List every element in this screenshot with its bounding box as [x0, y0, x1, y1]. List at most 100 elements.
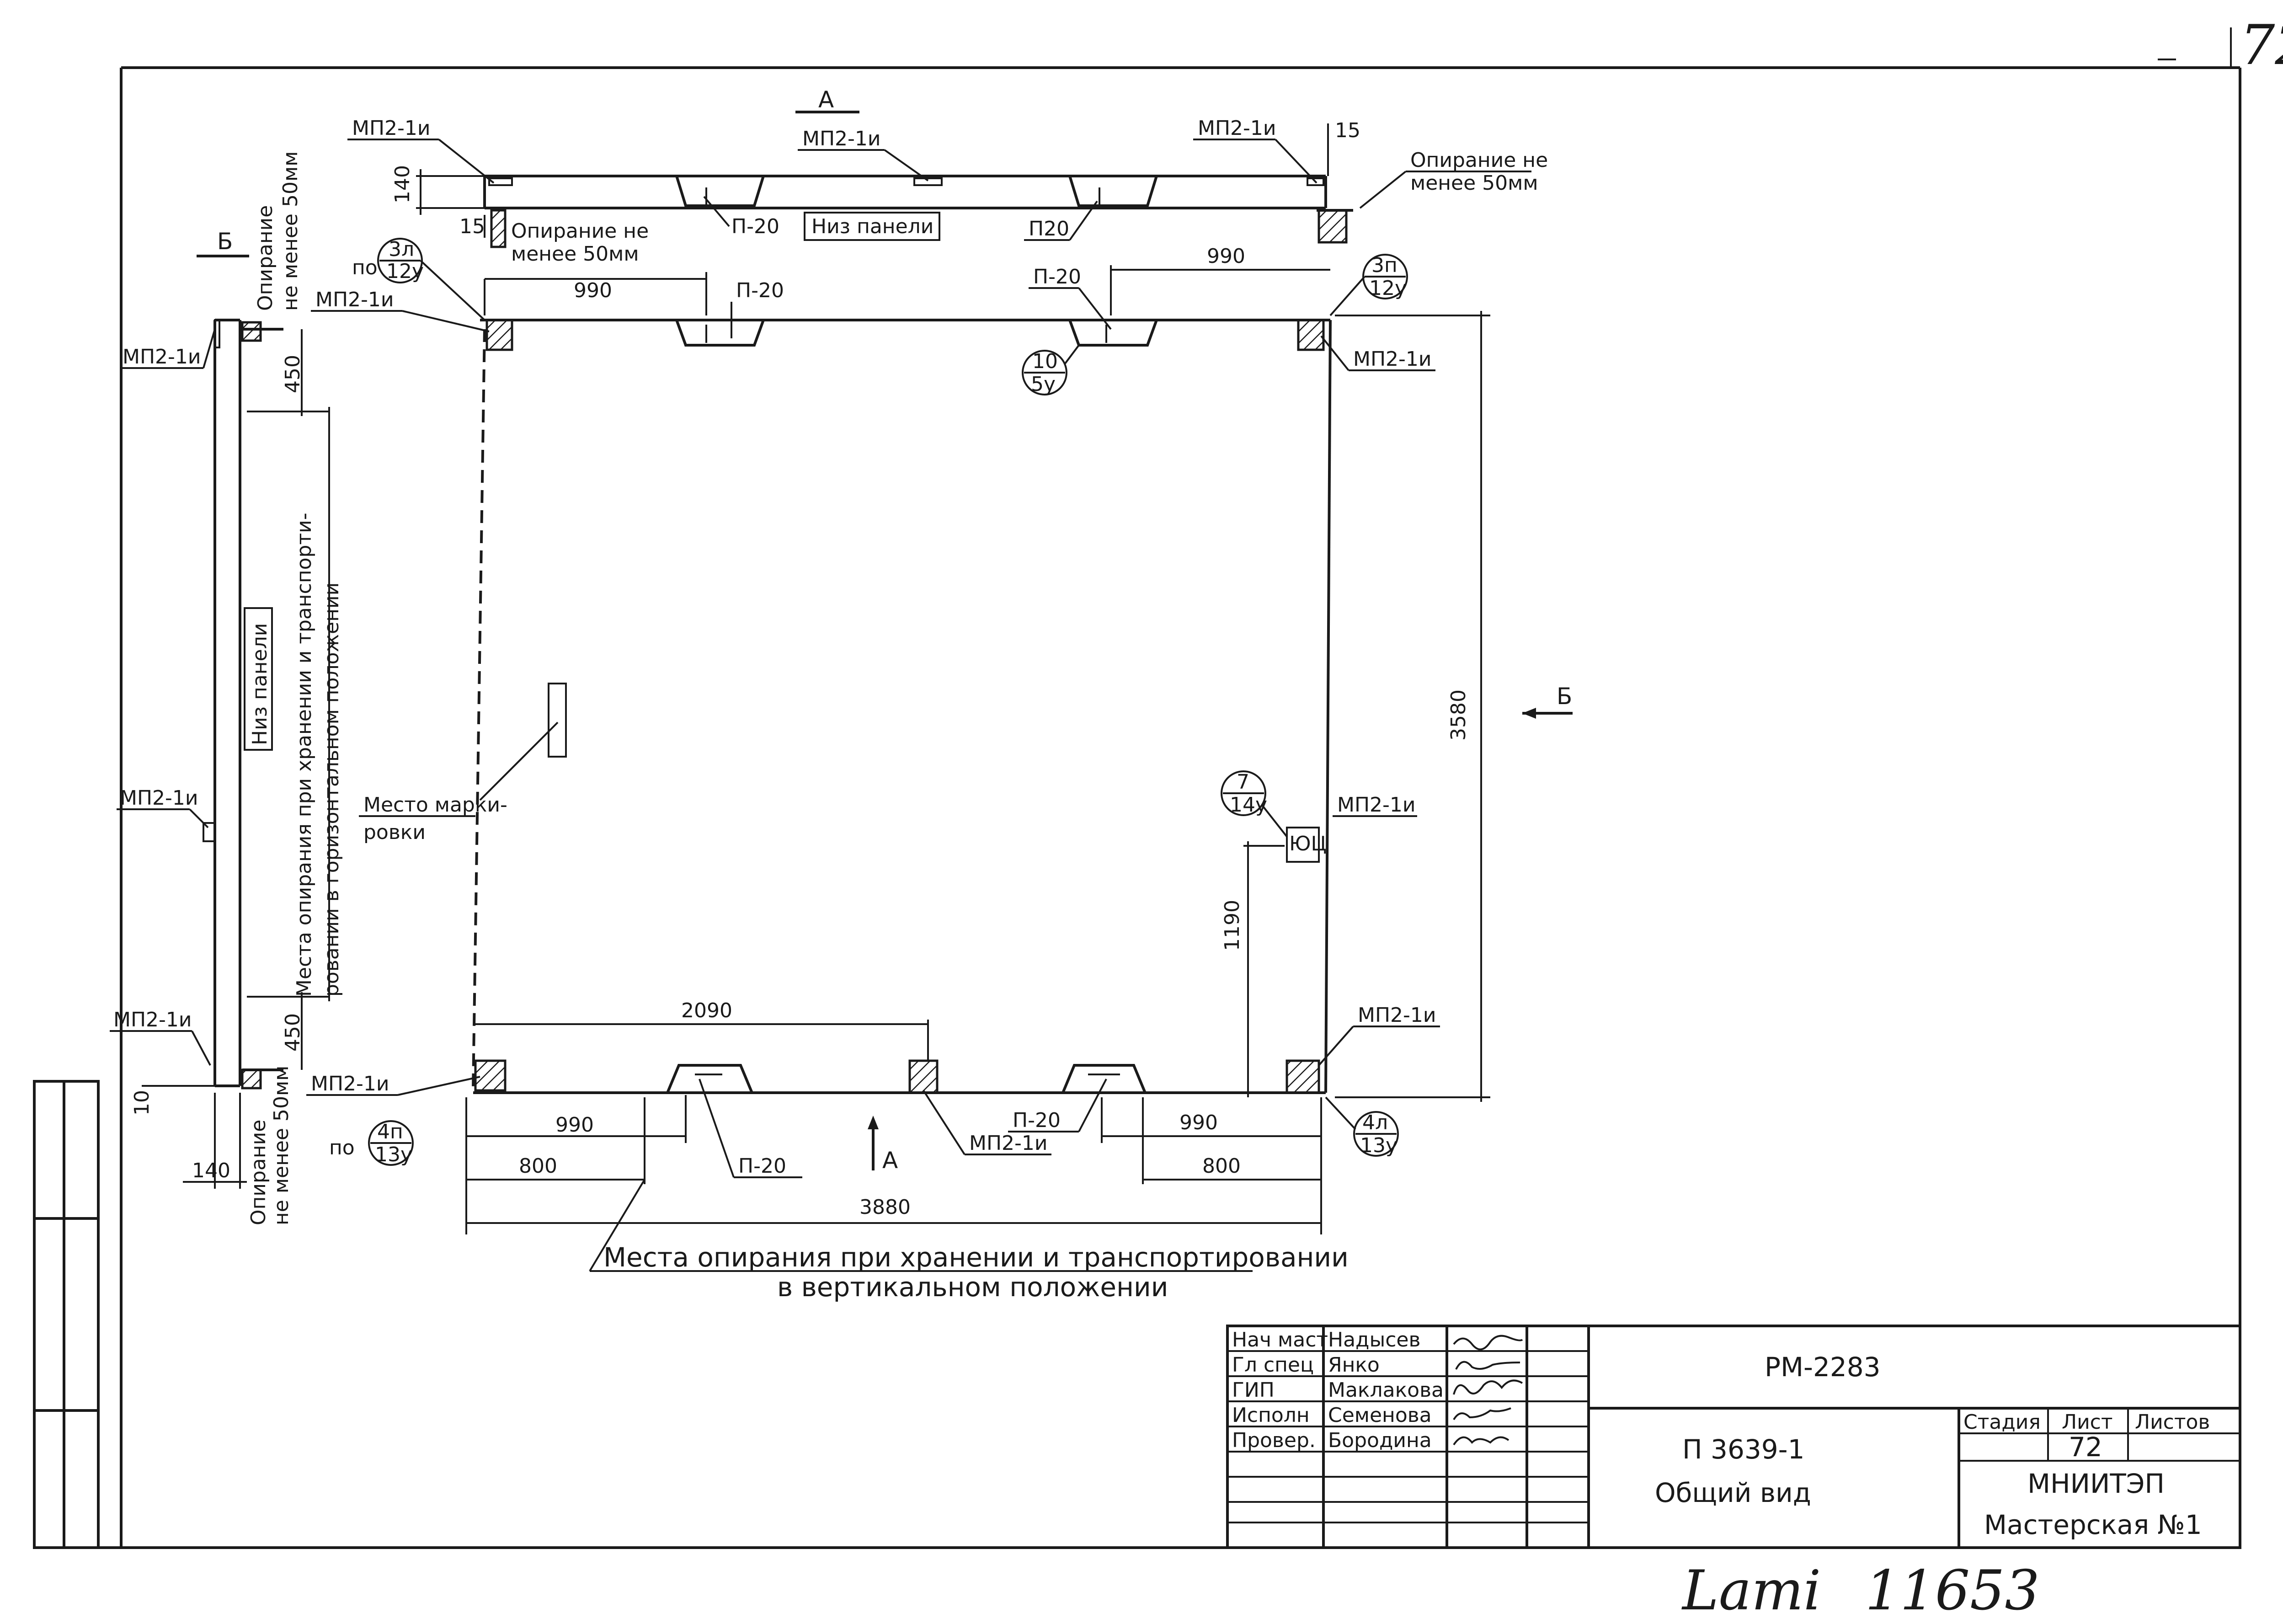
po-left-top: по — [352, 256, 378, 279]
arrow-b-right-label: Б — [1557, 683, 1572, 710]
mp-bottom-right: МП2-1и — [1358, 1004, 1436, 1027]
side-bottom-panel-label: Низ панели — [248, 623, 272, 745]
top-dim-15-left: 15 — [459, 215, 485, 238]
mp-top-right: МП2-1и — [1353, 347, 1432, 371]
side-view: Б 450 450 Места опирания при хранении и … — [110, 151, 343, 1225]
top-support-right-2: менее 50мм — [1410, 171, 1538, 195]
dim-800-left: 800 — [519, 1154, 557, 1178]
side-dim-450-top: 450 — [281, 355, 304, 393]
main-view: Место марки- ровки ЮЦ 990 990 3580 1190 … — [306, 238, 1573, 1303]
callout-4l-num: 4л — [1362, 1111, 1388, 1134]
top-view-label: А — [818, 86, 834, 113]
org-name-2: Мастерская №1 — [1984, 1509, 2202, 1540]
callout-3p-sheet: 12у — [1369, 277, 1407, 300]
sheet-number: 72 — [2069, 1432, 2102, 1463]
dim-3880: 3880 — [859, 1196, 911, 1219]
signatures — [1453, 1335, 1523, 1446]
dim-1190: 1190 — [1221, 900, 1244, 951]
vertical-support-1: Места опирания при хранении и транспорти… — [603, 1242, 1349, 1273]
tb-role-2: ГИП — [1232, 1378, 1275, 1402]
side-support-bottom-1: Опирание — [247, 1120, 270, 1225]
drawing-title: Общий вид — [1655, 1477, 1811, 1508]
col-stage: Стадия — [1963, 1410, 2041, 1434]
top-mp-left: МП2-1и — [352, 117, 431, 140]
p20-bottom-right: П-20 — [1013, 1109, 1061, 1132]
tb-name-3: Семенова — [1328, 1404, 1432, 1427]
mp-right-mid: МП2-1и — [1337, 793, 1416, 817]
side-support-bottom-2: не менее 50мм — [270, 1066, 293, 1225]
top-dim-15-right: 15 — [1335, 119, 1360, 142]
top-mp-right: МП2-1и — [1198, 117, 1276, 140]
side-support-top-2: не менее 50мм — [279, 151, 302, 311]
po-left-bottom: по — [329, 1136, 355, 1159]
callout-4p: 4п 13у по — [329, 1120, 414, 1166]
tb-role-4: Провер. — [1232, 1429, 1316, 1452]
dim-3580: 3580 — [1447, 689, 1470, 741]
callout-10-sheet: 5у — [1031, 373, 1056, 396]
p20-bottom-left: П-20 — [738, 1154, 786, 1178]
top-mp-center: МП2-1и — [802, 127, 881, 150]
top-p20-right: П20 — [1029, 217, 1069, 240]
doc-code: РМ-2283 — [1765, 1352, 1881, 1383]
tb-name-0: Надысев — [1328, 1328, 1420, 1352]
callout-7-num: 7 — [1237, 770, 1249, 794]
tb-role-1: Гл спец — [1232, 1353, 1314, 1377]
project-code: П 3639-1 — [1682, 1434, 1805, 1465]
col-sheet: Лист — [2062, 1410, 2113, 1434]
callout-4l: 4л 13у — [1325, 1096, 1399, 1157]
side-mp-mid: МП2-1и — [120, 786, 198, 810]
handwriting-left: Lami — [1681, 1559, 1821, 1623]
tb-name-1: Янко — [1328, 1353, 1380, 1377]
callout-3p-num: 3п — [1371, 254, 1398, 277]
side-support-places-2: ровании в горизонтальном положении — [320, 582, 343, 997]
dim-2090: 2090 — [681, 999, 732, 1022]
dim-990-bottom-right: 990 — [1179, 1111, 1218, 1134]
top-support-right-1: Опирание не — [1410, 149, 1548, 172]
callout-10-num: 10 — [1032, 350, 1058, 373]
top-view: А 140 15 15 МП2-1и МП2-1и — [347, 86, 1548, 266]
tb-role-3: Исполн — [1232, 1404, 1310, 1427]
handwriting-right: 11653 — [1865, 1559, 2040, 1623]
side-support-places-1: Места опирания при хранении и транспорти… — [293, 513, 316, 997]
side-dim-140: 140 — [192, 1159, 230, 1182]
col-sheets: Листов — [2135, 1410, 2210, 1434]
callout-4p-sheet: 13у — [375, 1143, 412, 1166]
dim-800-right: 800 — [1202, 1154, 1241, 1178]
p20-top-right: П-20 — [1033, 265, 1081, 288]
side-dim-10: 10 — [130, 1090, 154, 1116]
callout-7-sheet: 14у — [1230, 793, 1267, 817]
top-support-left-1: Опирание не — [511, 219, 649, 243]
tb-role-0: Нач маст — [1232, 1328, 1328, 1352]
callout-4l-sheet: 13у — [1360, 1134, 1398, 1157]
callout-7: 7 14у — [1221, 770, 1288, 838]
mp-top-left: МП2-1и — [315, 288, 394, 311]
side-mp-top: МП2-1и — [123, 345, 201, 369]
dim-990-bottom-left: 990 — [555, 1113, 594, 1137]
mark-place-2: ровки — [363, 821, 426, 844]
arrow-a-bottom-label: А — [882, 1147, 898, 1174]
mark-box-text: ЮЦ — [1289, 832, 1327, 855]
side-dim-450-bottom: 450 — [281, 1013, 304, 1052]
p20-top-left: П-20 — [736, 279, 784, 302]
corner-sheet-number: 72 — [2240, 14, 2283, 77]
title-block: Нач маст Надысев Гл спец Янко ГИП Маклак… — [1226, 1325, 2241, 1549]
mark-place-1: Место марки- — [363, 793, 507, 817]
vertical-support-2: в вертикальном положении — [777, 1271, 1168, 1303]
callout-10: 10 5у — [1022, 344, 1080, 396]
callout-4p-num: 4п — [377, 1120, 403, 1143]
tb-name-2: Маклакова — [1328, 1378, 1444, 1402]
top-support-left-2: менее 50мм — [511, 242, 639, 266]
top-p20-left: П-20 — [731, 215, 779, 238]
dim-990-top-right: 990 — [1207, 245, 1245, 268]
side-mp-bottom: МП2-1и — [113, 1008, 192, 1031]
callout-3p: 3п 12у — [1329, 254, 1408, 316]
callout-3l-num: 3л — [389, 238, 414, 261]
mp-bottom-center: МП2-1и — [969, 1132, 1048, 1155]
callout-3l: 3л 12у по — [352, 238, 485, 321]
tb-name-4: Бородина — [1328, 1429, 1432, 1452]
top-dim-140: 140 — [391, 165, 414, 203]
sheet-frame — [33, 27, 2241, 1549]
org-name-1: МНИИТЭП — [2027, 1468, 2165, 1499]
mp-bottom-left: МП2-1и — [311, 1072, 389, 1095]
